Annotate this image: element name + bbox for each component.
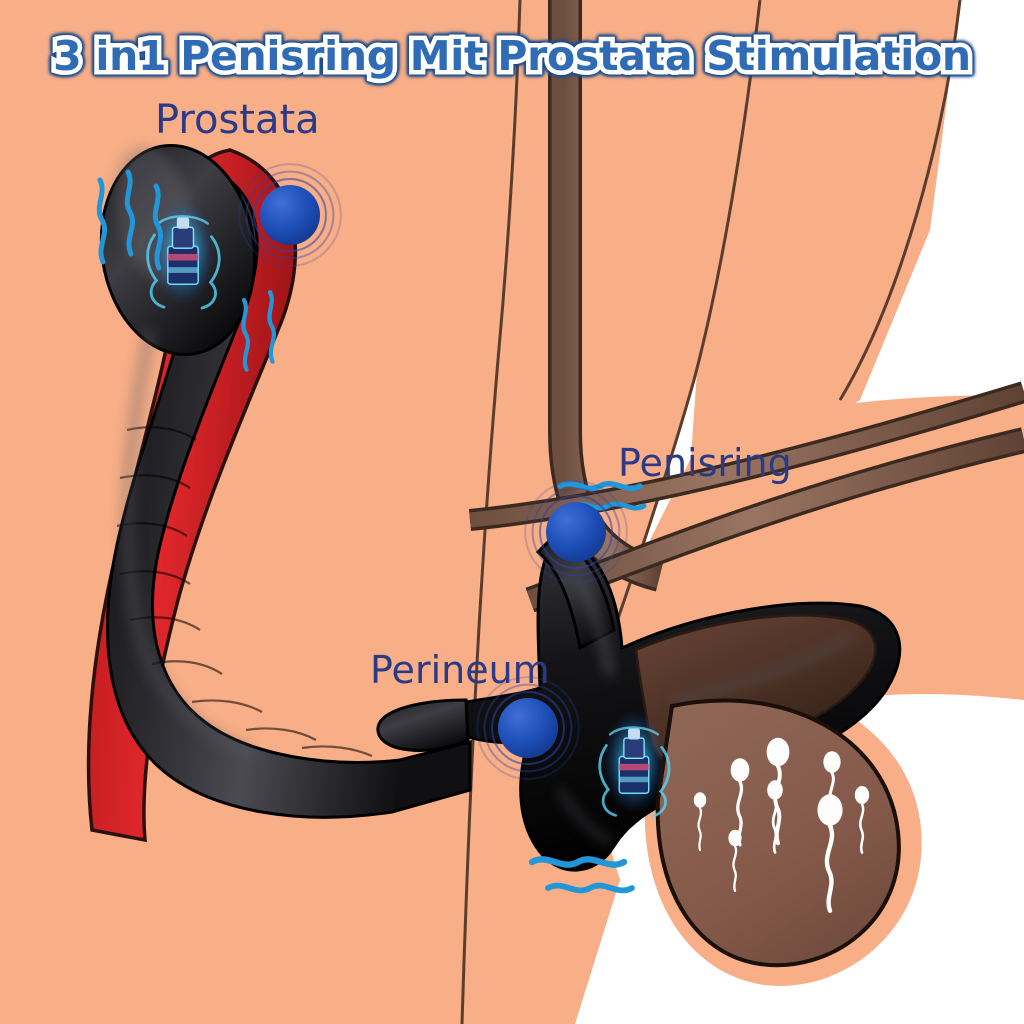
callout-label-penisring: Penisring	[618, 441, 792, 485]
marker-prostata	[238, 163, 342, 267]
callout-label-perineum: Perineum	[370, 648, 550, 692]
marker-penisring	[524, 480, 628, 584]
upper-duct	[469, 384, 1024, 528]
perineum-arm	[376, 698, 470, 752]
thigh-skin-upper-right	[690, 0, 960, 470]
callout-label-prostata: Prostata	[155, 97, 320, 143]
marker-perineum	[476, 676, 580, 780]
